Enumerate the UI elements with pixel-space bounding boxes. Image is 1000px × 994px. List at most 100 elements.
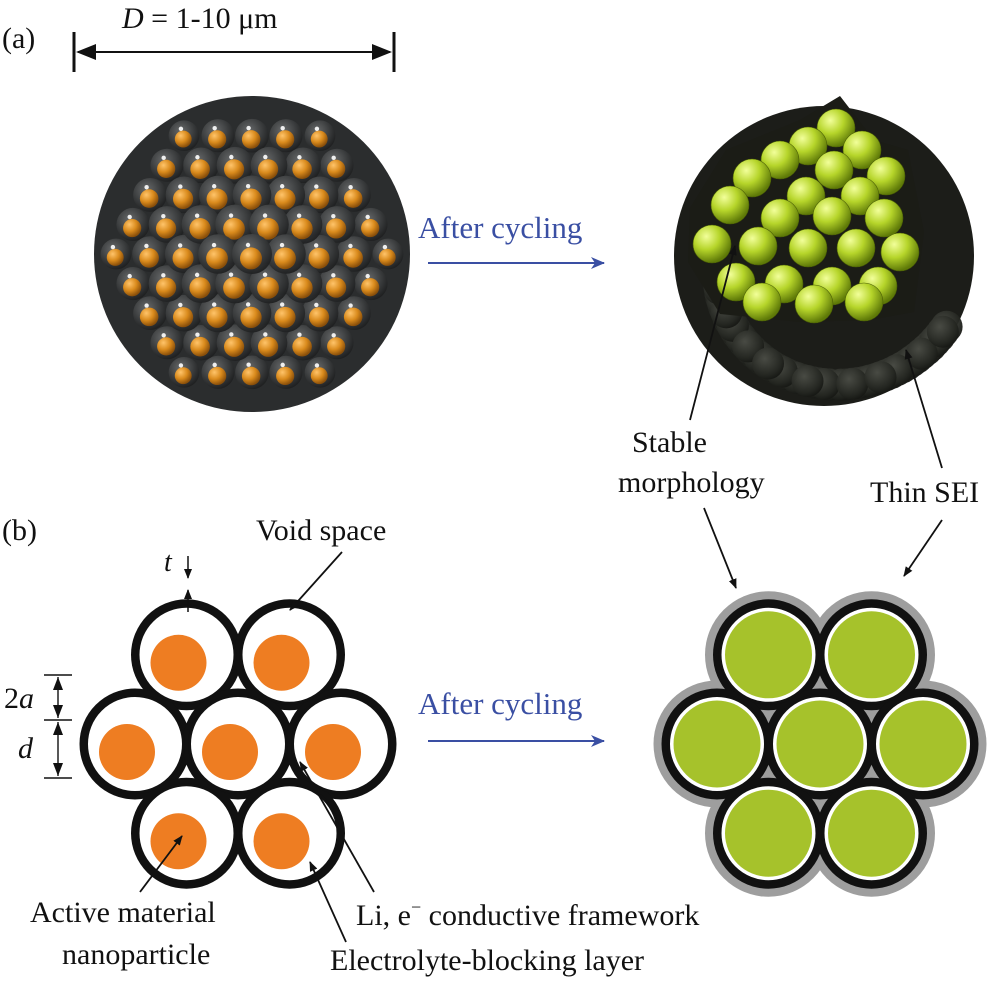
- orange-core: [172, 307, 194, 328]
- orange-core: [155, 277, 177, 298]
- orange-core: [155, 218, 177, 239]
- expanded-nanoparticle: [725, 611, 812, 699]
- active-nanoparticle: [305, 724, 361, 780]
- specular-highlight: [280, 126, 285, 131]
- specular-highlight: [314, 302, 319, 308]
- framework-pointer: [299, 761, 375, 893]
- specular-highlight: [348, 185, 353, 190]
- green-particle: [794, 284, 834, 324]
- orange-core: [189, 218, 211, 240]
- specular-highlight: [382, 244, 388, 250]
- sei-bump: [905, 337, 938, 370]
- green-particle: [692, 224, 732, 264]
- schematic-before-cycling: [79, 599, 397, 889]
- specular-highlight: [246, 125, 251, 131]
- specular-highlight: [280, 362, 285, 368]
- stable-morphology-pointer-down: [703, 507, 737, 589]
- active-material-pointer: [139, 835, 183, 893]
- orange-core: [292, 336, 312, 357]
- expanded-nanoparticle: [776, 700, 864, 788]
- specular-highlight: [178, 302, 183, 308]
- orange-core: [208, 130, 227, 149]
- orange-core: [257, 277, 279, 299]
- orange-core: [223, 336, 245, 357]
- specular-highlight: [178, 184, 183, 189]
- expanded-nanoparticle: [725, 789, 812, 877]
- orange-core: [378, 248, 396, 266]
- orange-core: [172, 247, 194, 269]
- specular-highlight: [212, 362, 217, 368]
- orange-core: [343, 307, 363, 327]
- orange-core: [206, 306, 228, 328]
- specular-highlight: [331, 155, 336, 161]
- orange-core: [327, 337, 346, 356]
- green-particle: [880, 232, 920, 272]
- svg-text:t: t: [164, 547, 173, 578]
- specular-highlight: [127, 214, 132, 220]
- specular-highlight: [228, 272, 234, 277]
- specular-highlight: [195, 332, 200, 337]
- specular-highlight: [178, 363, 184, 368]
- specular-highlight: [178, 126, 184, 131]
- green-particle: [836, 228, 876, 268]
- cycled-microsphere: [674, 96, 974, 406]
- orange-core: [361, 218, 380, 238]
- green-particle: [844, 282, 884, 322]
- expanded-nanoparticle: [673, 700, 761, 788]
- a-variable: a: [19, 682, 34, 715]
- orange-core: [208, 366, 227, 386]
- orange-core: [240, 247, 262, 270]
- specular-highlight: [279, 302, 285, 307]
- after-cycling-label-a: After cycling: [418, 210, 582, 245]
- specular-highlight: [229, 154, 234, 160]
- specular-highlight: [348, 243, 353, 249]
- active-nanoparticle: [150, 634, 207, 691]
- specular-highlight: [313, 243, 319, 248]
- specular-highlight: [161, 333, 166, 338]
- specular-highlight: [314, 363, 320, 368]
- specular-highlight: [348, 303, 353, 308]
- specular-highlight: [228, 213, 234, 218]
- orange-core: [223, 159, 245, 180]
- specular-highlight: [263, 154, 268, 160]
- orange-core: [274, 188, 296, 210]
- green-particle: [812, 196, 852, 236]
- thin-sei-label: Thin SEI: [870, 476, 979, 509]
- orange-core: [241, 366, 261, 386]
- orange-core: [106, 248, 124, 266]
- active-nanoparticle: [253, 813, 310, 870]
- orange-core: [325, 277, 347, 298]
- specular-highlight: [245, 183, 251, 189]
- orange-core: [308, 247, 330, 269]
- active-material-label-line1: Active material: [30, 896, 216, 929]
- specular-highlight: [262, 213, 268, 218]
- orange-core: [123, 218, 142, 238]
- specular-highlight: [331, 273, 336, 278]
- green-particle: [816, 108, 856, 148]
- panel-a-label: (a): [2, 22, 35, 55]
- stable-morphology-label-line2: morphology: [618, 466, 765, 499]
- void-space-label: Void space: [256, 514, 386, 547]
- sei-bump: [836, 367, 869, 400]
- dimension-variable: D: [121, 2, 144, 35]
- specular-highlight: [262, 272, 268, 277]
- electrolyte-blocking-label: Electrolyte-blocking layer: [330, 944, 644, 977]
- electrolyte-blocking-pointer: [309, 861, 347, 943]
- specular-highlight: [211, 184, 217, 189]
- orange-core: [223, 277, 245, 299]
- green-particle: [842, 130, 882, 170]
- stable-morphology-pointer-up: [689, 245, 737, 421]
- diameter-dimension: D = 1-10 μm: [72, 2, 396, 72]
- orange-core: [276, 130, 295, 149]
- orange-core: [257, 159, 279, 180]
- active-material-label-line2: nanoparticle: [62, 938, 210, 971]
- specular-highlight: [144, 185, 149, 190]
- green-particle: [786, 176, 826, 216]
- two-a-number: 2: [4, 682, 19, 715]
- specular-highlight: [279, 242, 285, 248]
- orange-core: [174, 367, 192, 385]
- orange-core: [274, 247, 296, 270]
- orange-core: [240, 306, 262, 329]
- specular-highlight: [246, 362, 251, 367]
- orange-core: [361, 278, 380, 297]
